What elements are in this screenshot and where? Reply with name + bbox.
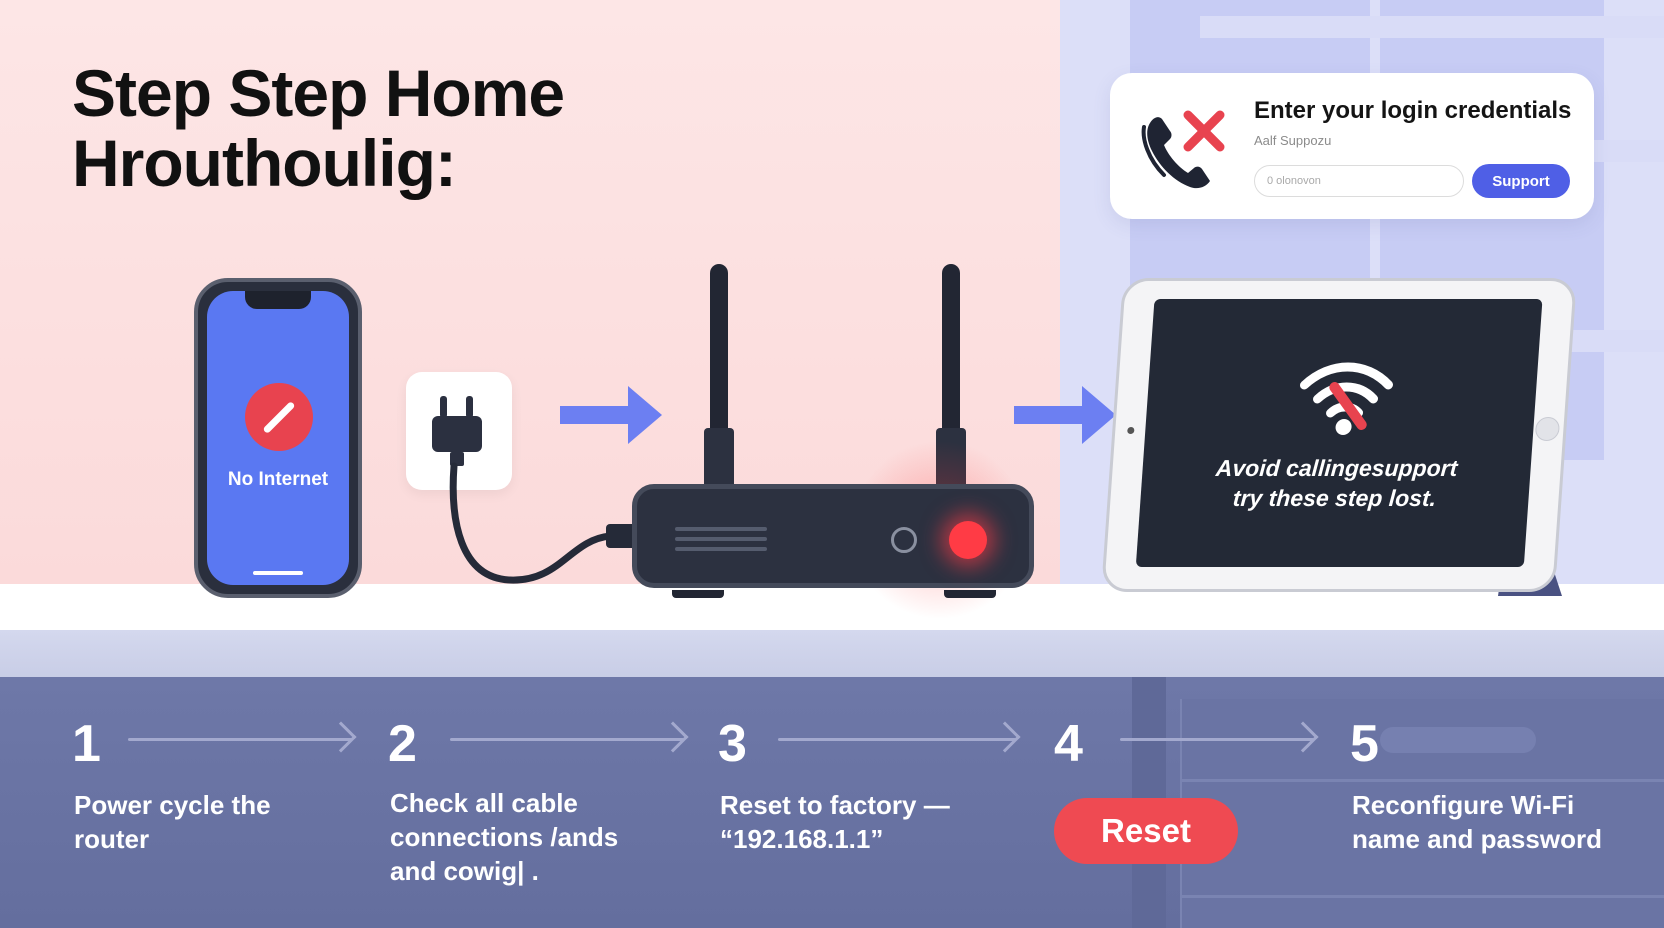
login-card-title: Enter your login credentials — [1254, 97, 1572, 124]
phone-notch — [245, 291, 311, 309]
tablet-home-button — [1534, 417, 1561, 441]
login-input[interactable] — [1254, 165, 1464, 197]
arrow-right-icon — [560, 386, 662, 444]
tablet-icon: Avoid callingesupport try these step los… — [1101, 278, 1577, 592]
phone-cancel-icon — [1141, 110, 1225, 189]
step-number: 4 — [1054, 715, 1083, 773]
step-connector — [128, 738, 352, 741]
login-card-subtitle: Aalf Suppozu — [1254, 133, 1332, 148]
step-description: Reconfigure Wi-Fi name and password — [1352, 788, 1652, 856]
step-text-line: and cowig| . — [390, 856, 539, 886]
step-number: 2 — [388, 715, 417, 773]
step-text-line: Reset to factory — — [720, 790, 950, 820]
router-led-red — [949, 521, 987, 559]
step-number: 1 — [72, 715, 101, 773]
router-vent — [675, 537, 767, 541]
tablet-message: Avoid callingesupport try these step los… — [1140, 453, 1532, 513]
panel-stripe — [1182, 895, 1664, 898]
tablet-screen: Avoid callingesupport try these step los… — [1135, 299, 1543, 567]
router-vent — [675, 527, 767, 531]
router-led-off — [891, 527, 917, 553]
step-text-line: connections /ands — [390, 822, 619, 852]
power-cable — [449, 462, 646, 584]
phone-screen: No Internet — [207, 291, 349, 585]
router-icon — [632, 484, 1034, 588]
router-antenna-base — [936, 428, 966, 488]
page-title: Step Step Home Hrouthoulig: — [72, 56, 565, 200]
panel-stripe — [1182, 779, 1664, 782]
step-number: 3 — [718, 715, 747, 773]
step-text-line: router — [74, 824, 150, 854]
power-outlet — [406, 372, 512, 490]
steps-panel — [0, 677, 1664, 928]
wifi-off-icon — [1299, 362, 1394, 435]
router-vent — [675, 547, 767, 551]
router-foot — [672, 590, 724, 598]
phone-home-bar — [253, 571, 303, 575]
step-text-line: Check all cable — [390, 788, 578, 818]
arrow-right-icon — [1014, 386, 1116, 444]
step-connector — [1120, 738, 1314, 741]
step-text-line: Power cycle the — [74, 790, 271, 820]
step-text-line: Reconfigure Wi-Fi — [1352, 790, 1575, 820]
login-card: Enter your login credentials Aalf Suppoz… — [1110, 73, 1594, 219]
step-description: Check all cable connections /ands and co… — [390, 786, 690, 888]
tablet-message-line: try these step lost. — [1232, 485, 1438, 511]
step-connector — [450, 738, 684, 741]
reset-button[interactable]: Reset — [1054, 798, 1238, 864]
step-text-line: “192.168.1.1” — [720, 824, 884, 854]
step-description: Power cycle the router — [74, 788, 354, 856]
background-row — [1200, 16, 1664, 38]
no-entry-icon — [245, 383, 313, 451]
phone-status-label: No Internet — [227, 469, 329, 490]
shelf-edge — [0, 630, 1664, 678]
step-progress-bar — [1380, 727, 1536, 753]
support-button[interactable]: Support — [1472, 164, 1570, 198]
tablet-message-line: Avoid callingesupport — [1215, 455, 1459, 481]
step-description: Reset to factory — “192.168.1.1” — [720, 788, 1010, 856]
step-text-line: name and password — [1352, 824, 1602, 854]
plug-icon — [432, 396, 482, 466]
router-antenna-base — [704, 428, 734, 488]
step-connector — [778, 738, 1016, 741]
tablet-camera — [1127, 427, 1135, 434]
smartphone: No Internet — [194, 278, 362, 598]
router-foot — [944, 590, 996, 598]
step-number: 5 — [1350, 715, 1379, 773]
